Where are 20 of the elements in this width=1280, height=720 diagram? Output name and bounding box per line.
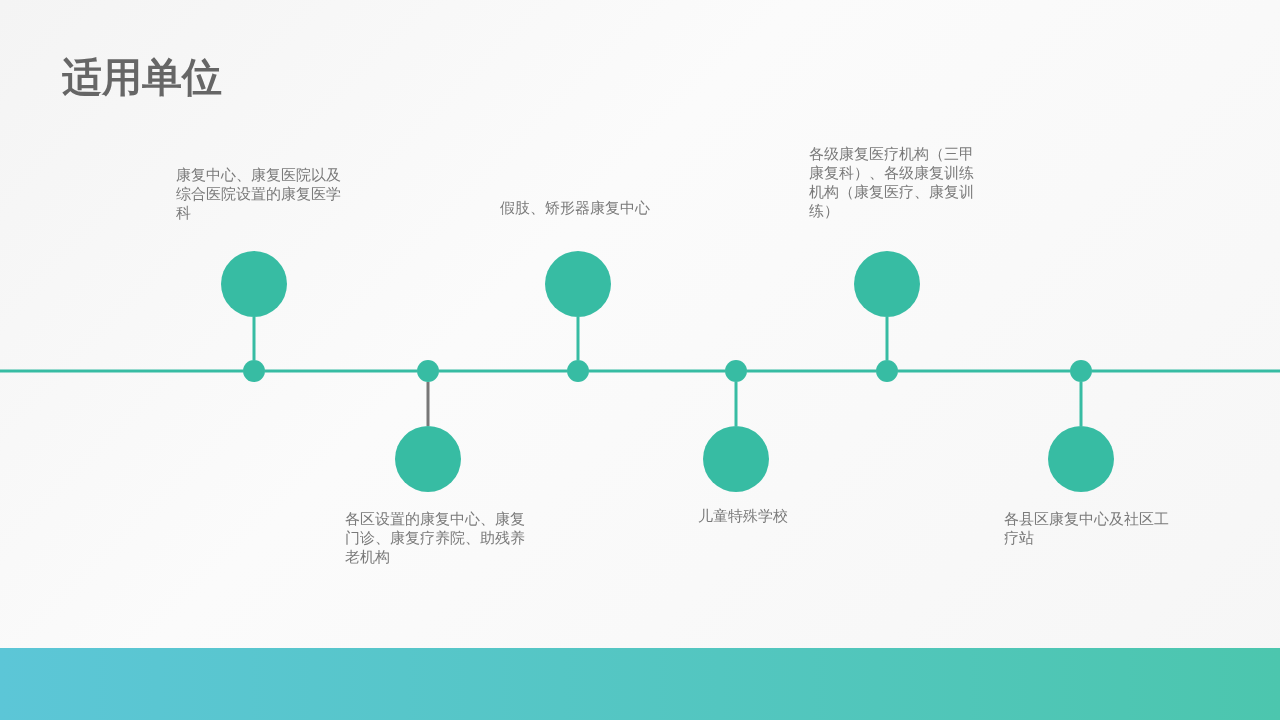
connector-stem bbox=[734, 382, 738, 426]
caption-text: 康复中心、康复医院以及综合医院设置的康复医学科 bbox=[176, 166, 342, 223]
timeline-line bbox=[439, 369, 567, 373]
timeline-line bbox=[589, 369, 725, 373]
caption-text: 各县区康复中心及社区工疗站 bbox=[1004, 510, 1170, 548]
connector-stem bbox=[1079, 382, 1083, 426]
timeline-line bbox=[747, 369, 876, 373]
caption-text: 各区设置的康复中心、康复门诊、康复疗养院、助残养老机构 bbox=[345, 510, 525, 567]
connector-stem bbox=[426, 382, 430, 426]
connector-stem bbox=[885, 317, 889, 360]
timeline-line bbox=[0, 369, 243, 373]
timeline-line bbox=[265, 369, 417, 373]
caption-text: 各级康复医疗机构（三甲康复科）、各级康复训练机构（康复医疗、康复训练） bbox=[809, 145, 975, 221]
caption-text: 假肢、矫形器康复中心 bbox=[500, 199, 651, 218]
caption-text: 儿童特殊学校 bbox=[698, 507, 789, 526]
slide-title: 适用单位 bbox=[62, 53, 222, 102]
timeline-line bbox=[898, 369, 1070, 373]
connector-stem bbox=[576, 317, 580, 360]
connector-stem bbox=[252, 317, 256, 360]
timeline-line bbox=[1092, 369, 1280, 373]
